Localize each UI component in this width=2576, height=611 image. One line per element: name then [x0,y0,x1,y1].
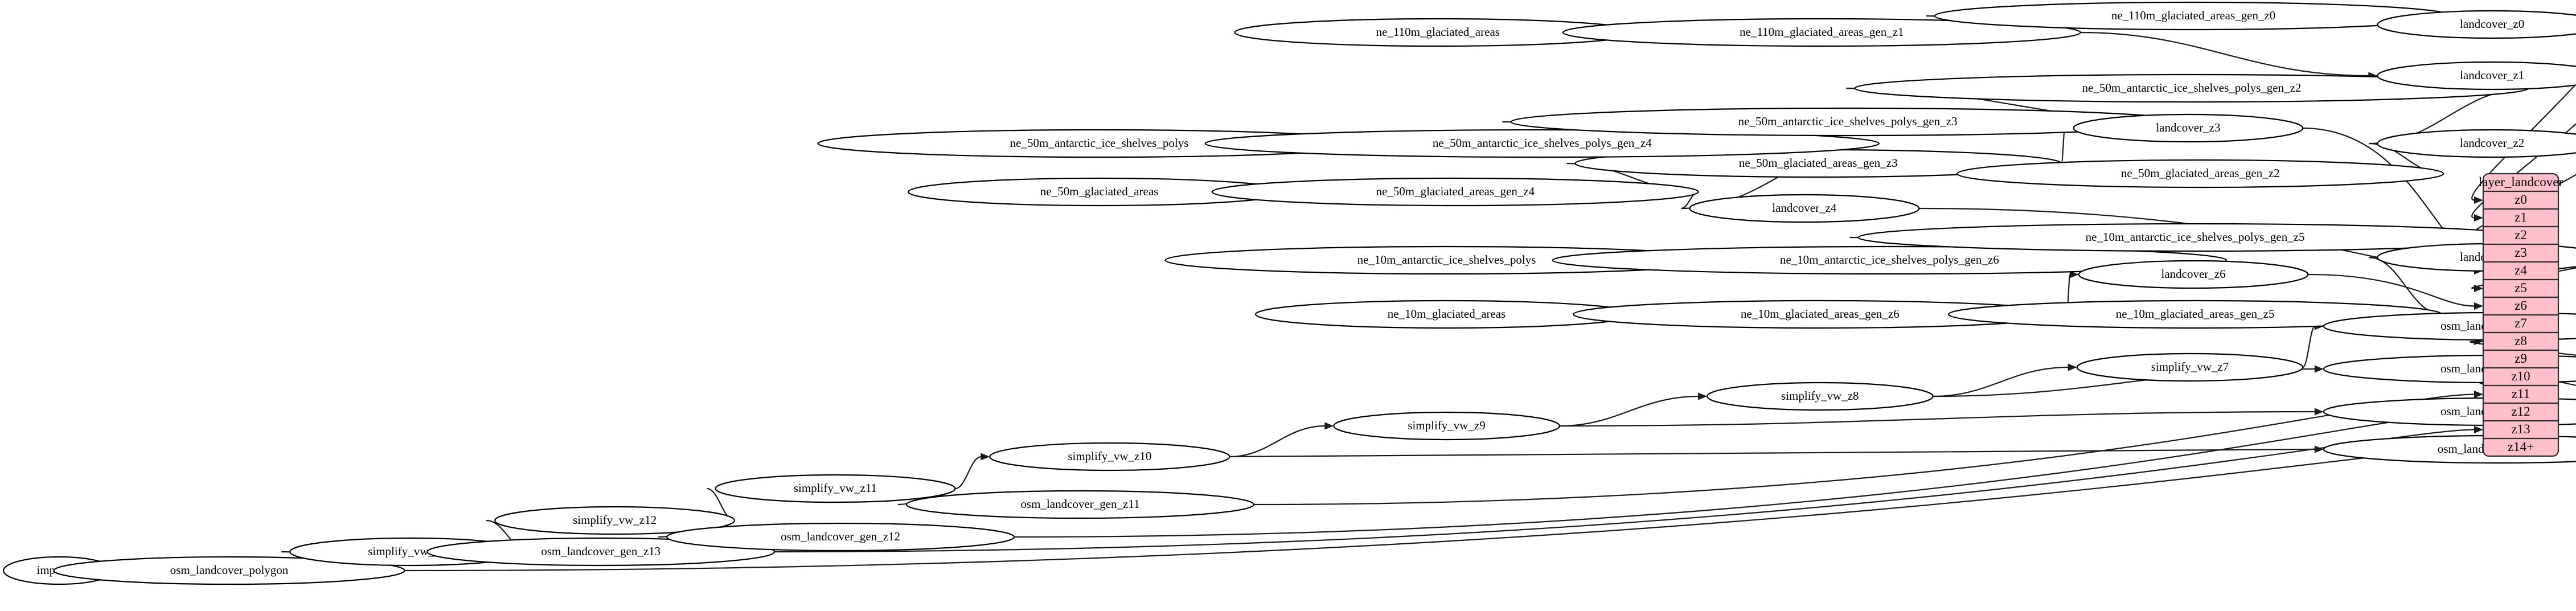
graph-node-landcover_z2[interactable]: landcover_z2 [2377,129,2576,158]
graph-node-simplify_vw_z11[interactable]: simplify_vw_z11 [715,474,956,503]
edge-arrowhead [1324,422,1334,430]
graph-node-landcover_z1[interactable]: landcover_z1 [2377,61,2576,91]
edge-arrowhead [2314,445,2324,453]
node-shape [2377,10,2576,39]
node-shape [1211,177,1699,207]
graph-edge [2308,273,2475,307]
node-shape [1204,129,1880,158]
node-shape [53,556,405,585]
graph-node-simplify_vw_z8[interactable]: simplify_vw_z8 [1706,382,1934,411]
node-shape [494,506,736,535]
graph-edge [1559,395,1699,427]
graph-edge [1229,448,2315,458]
edge-arrowhead [2314,365,2324,373]
node-shape [905,490,1255,519]
node-shape [989,442,1230,471]
graph-node-landcover_z0[interactable]: landcover_z0 [2377,10,2576,39]
node-shape [2076,352,2304,382]
graph-node-landcover_z6[interactable]: landcover_z6 [2078,260,2309,289]
node-shape [2078,260,2309,289]
layer-landcover-table: layer_landcoverz0z1z2z3z4z5z6z7z8z9z10z1… [2479,173,2563,457]
edge-arrowhead [2474,426,2483,433]
node-shape [1562,18,2081,47]
node-shape [1333,411,1560,441]
graph-edge [1229,425,1326,458]
node-shape [2377,61,2576,91]
graph-node-simplify_vw_z7[interactable]: simplify_vw_z7 [2076,352,2304,382]
node-shape [426,537,776,567]
edge-arrowhead [2474,391,2483,398]
graph-edge [1559,411,2315,427]
graph-node-landcover_z3[interactable]: landcover_z3 [2073,113,2304,143]
node-shape [2377,129,2576,158]
nodes-layer: imposm3osm_landcover_polygonsimplify_vw_… [2,1,2576,585]
graph-node-ne_110m_glaciated_areas_gen_z0[interactable]: ne_110m_glaciated_areas_gen_z0 [1934,1,2453,31]
graph-node-landcover_z4[interactable]: landcover_z4 [1689,194,1920,223]
graph-edge [2471,83,2576,201]
node-shape [1934,1,2453,31]
graph-node-osm_landcover_gen_z12[interactable]: osm_landcover_gen_z12 [666,522,1015,552]
node-shape [715,474,956,503]
graph-node-simplify_vw_z10[interactable]: simplify_vw_z10 [989,442,1230,471]
graph-node-osm_landcover_gen_z11[interactable]: osm_landcover_gen_z11 [905,490,1255,519]
graph-edge [2080,31,2369,77]
graph-edge [2061,127,2066,165]
edge-arrowhead [2474,214,2483,222]
edge-arrowhead [2314,408,2324,416]
node-shape [1552,245,2228,275]
graph-edge [955,456,982,490]
graph-node-ne_50m_glaciated_areas_gen_z2[interactable]: ne_50m_glaciated_areas_gen_z2 [1956,159,2444,188]
node-shape [2073,113,2304,143]
node-shape [1956,159,2444,188]
node-shape [1689,194,1920,223]
edge-arrowhead [2474,196,2483,204]
graph-edge [1933,366,2069,397]
graph-node-simplify_vw_z9[interactable]: simplify_vw_z9 [1333,411,1560,441]
edge-arrowhead [2474,302,2483,310]
node-shape [1706,382,1934,411]
edge-arrowhead [2474,285,2483,292]
graph-edge [2302,325,2316,368]
edge-arrowhead [1698,392,1708,400]
edge-arrowhead [981,453,990,461]
graph-edge [1014,411,2475,538]
edge-arrowhead [2068,363,2077,371]
graph-node-ne_50m_glaciated_areas_gen_z4[interactable]: ne_50m_glaciated_areas_gen_z4 [1211,177,1699,207]
node-shape [666,522,1015,552]
